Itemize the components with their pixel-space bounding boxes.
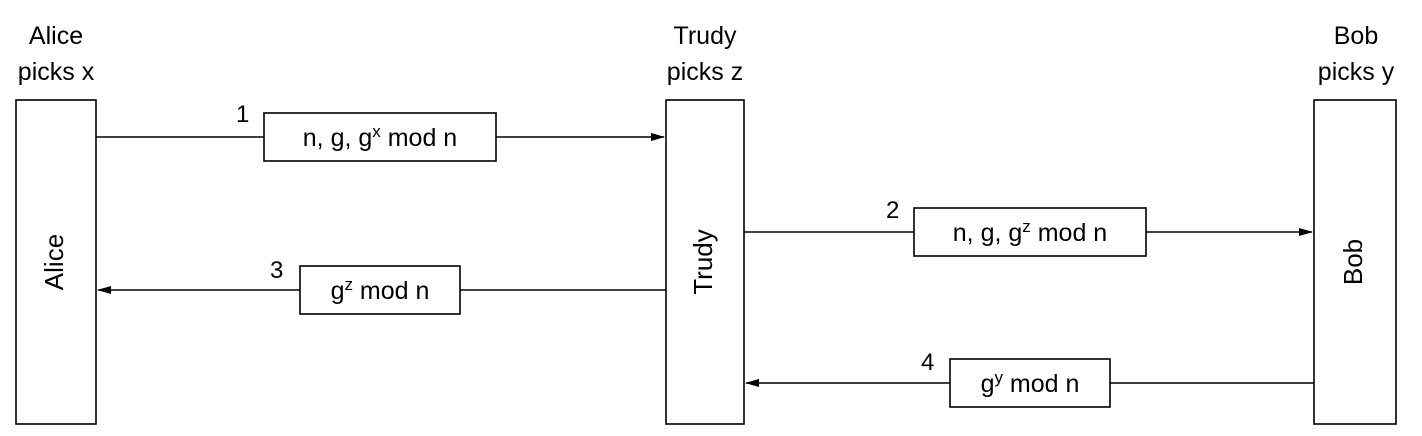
bob-picks-label: picks y [1318,58,1395,86]
trudy-box-label: Trudy [688,229,718,295]
message-1-prefix: n, g, g [303,124,373,152]
message-3-suffix: mod n [353,277,429,305]
trudy-heading: Trudy [674,22,737,50]
alice-box [15,99,97,425]
trudy-box [665,99,745,425]
message-2-box [913,207,1147,257]
message-3-number: 3 [270,257,283,284]
message-2-number: 2 [886,197,899,224]
message-1-suffix: mod n [381,124,457,152]
message-3-prefix: g [331,277,345,305]
alice-picks-label: picks x [18,58,95,86]
message-2-label: n, g, gz mod n [953,217,1107,247]
message-4-prefix: g [981,370,995,398]
message-1-number: 1 [236,101,249,128]
message-4-exponent: y [994,368,1003,387]
message-4-box [949,358,1111,408]
message-2-suffix: mod n [1031,219,1107,247]
message-3-exponent: z [344,275,353,294]
message-2-prefix: n, g, g [953,219,1023,247]
message-4-number: 4 [921,349,934,376]
message-1-exponent: x [372,122,381,141]
message-2-exponent: z [1022,217,1031,236]
message-3-label: gz mod n [331,275,430,305]
alice-box-label: Alice [39,234,69,290]
message-1-box [263,112,497,162]
message-4-label: gy mod n [981,368,1080,398]
bob-box [1313,99,1397,425]
message-4-suffix: mod n [1003,370,1079,398]
trudy-picks-label: picks z [667,58,743,86]
bob-box-label: Bob [1338,239,1368,285]
message-1-label: n, g, gx mod n [303,122,457,152]
bob-heading: Bob [1334,22,1378,50]
message-3-box [299,265,461,315]
alice-heading: Alice [29,22,83,50]
